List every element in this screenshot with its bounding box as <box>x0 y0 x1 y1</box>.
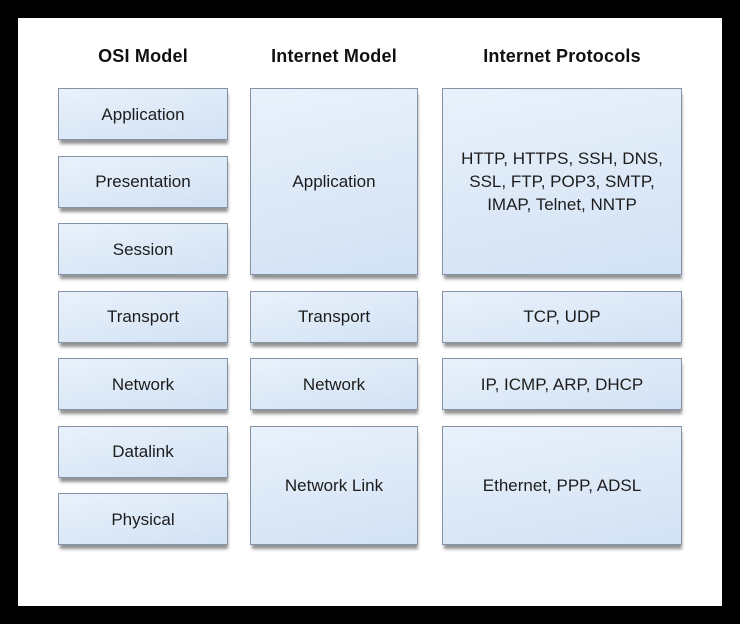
protocols-transport-layer: TCP, UDP <box>442 290 682 343</box>
internet-model-network: Network <box>250 358 418 410</box>
osi-layer-application: Application <box>58 88 228 140</box>
osi-layer-datalink: Datalink <box>58 425 228 478</box>
protocols-network-layer: IP, ICMP, ARP, DHCP <box>442 358 682 410</box>
protocols-link-layer: Ethernet, PPP, ADSL <box>442 425 682 545</box>
osi-model-header: OSI Model <box>98 46 188 66</box>
diagram-canvas: OSI Model Internet Model Internet Protoc… <box>18 18 722 606</box>
internet-protocols-header: Internet Protocols <box>483 46 641 66</box>
protocols-application-layer: HTTP, HTTPS, SSH, DNS, SSL, FTP, POP3, S… <box>442 88 682 275</box>
internet-model-network-link: Network Link <box>250 425 418 545</box>
internet-model-header: Internet Model <box>271 46 397 66</box>
osi-layer-network: Network <box>58 358 228 410</box>
osi-layer-presentation: Presentation <box>58 155 228 208</box>
osi-layer-session: Session <box>58 223 228 275</box>
osi-layer-physical: Physical <box>58 493 228 545</box>
internet-model-transport: Transport <box>250 290 418 343</box>
internet-model-application: Application <box>250 88 418 275</box>
osi-layer-transport: Transport <box>58 290 228 343</box>
